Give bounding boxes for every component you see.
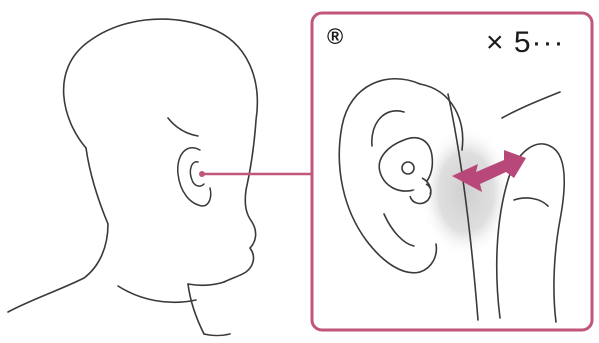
head-outline [8,19,257,335]
repeat-count-label: × 5··· [486,28,565,58]
head-ear [178,148,211,206]
side-marker-label: ® [327,26,343,48]
